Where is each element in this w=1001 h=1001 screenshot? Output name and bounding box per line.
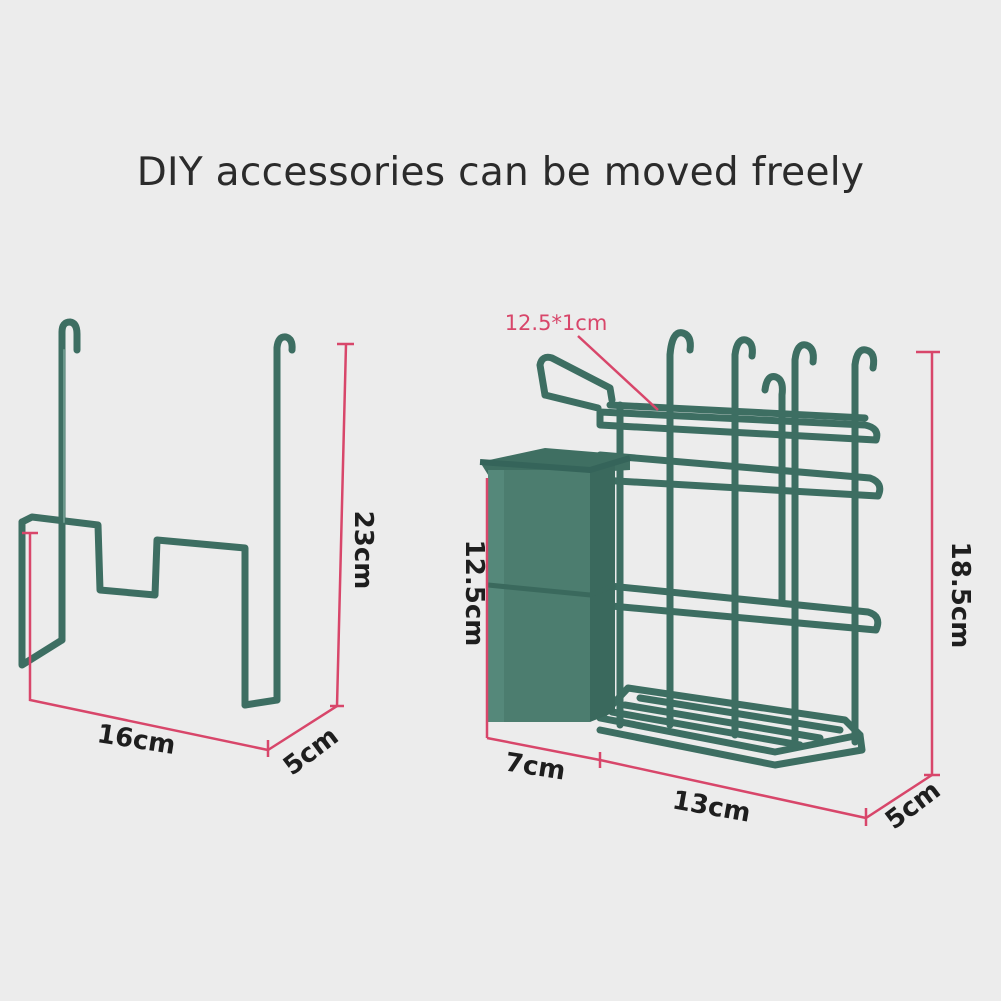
label-rack-depth: 5cm — [880, 775, 946, 835]
label-rack-width: 13cm — [670, 786, 753, 829]
left-dimension-lines — [22, 342, 354, 757]
rack-with-utensil-cup — [479, 329, 884, 769]
label-left-width: 16cm — [95, 719, 177, 761]
headline: DIY accessories can be moved freely — [136, 150, 865, 195]
label-cup-width: 7cm — [503, 748, 568, 787]
label-cup-height: 12.5cm — [459, 540, 489, 647]
utensil-cup — [479, 448, 631, 722]
label-left-height: 23cm — [348, 511, 378, 590]
right-dimension-lines — [485, 335, 940, 826]
label-bar-size: 12.5*1cm — [505, 311, 608, 335]
cutting-board-holder — [18, 318, 296, 709]
label-left-depth: 5cm — [278, 721, 344, 781]
label-rack-height: 18.5cm — [945, 542, 975, 649]
